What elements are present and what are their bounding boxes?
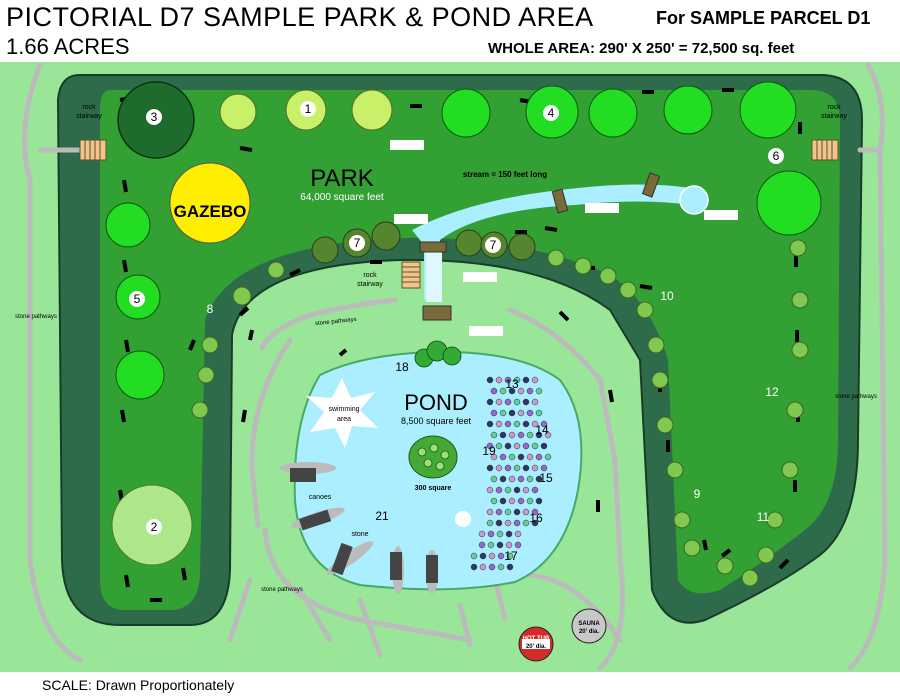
rock-stairway-center [401, 261, 421, 289]
island-label: 300 square [415, 485, 452, 492]
canoes-label: canoes [309, 494, 332, 501]
stone-pathways-label-left: stone pathways [15, 314, 57, 320]
stone-pathways-label-right: stone pathways [835, 394, 877, 400]
sauna-label: SAUNA [578, 621, 600, 627]
tree-number-21: 21 [375, 509, 389, 523]
hot-tub-label: HOT TUB [523, 636, 550, 642]
park-lawn [100, 90, 840, 610]
bridge-2 [422, 305, 452, 321]
tree-number-5: 5 [129, 291, 145, 307]
svg-text:12: 12 [765, 385, 779, 399]
island-plants [417, 443, 450, 471]
swimming-label-1: swimming [328, 406, 359, 413]
svg-text:7: 7 [490, 238, 497, 252]
rock-stairway-center-label-2: stairway [357, 281, 383, 288]
trees [105, 81, 822, 587]
tree-number-14: 14 [535, 423, 549, 437]
svg-text:11: 11 [757, 510, 770, 524]
sauna [571, 608, 607, 644]
tree-number-3: 3 [146, 109, 162, 125]
parcel-label: For SAMPLE PARCEL D1 [656, 8, 871, 28]
stream [412, 184, 692, 300]
stone-pathways [21, 62, 888, 671]
sauna-size: 20' dia. [579, 629, 599, 635]
svg-text:6: 6 [773, 149, 780, 163]
tree-number-17: 17 [504, 549, 518, 563]
stone-pathways-label-center: stone pathways [315, 317, 357, 327]
island [408, 435, 458, 479]
stone-label: stone [351, 531, 368, 538]
swimming-label-2: area [337, 416, 351, 423]
svg-text:5: 5 [134, 292, 141, 306]
gazebo-label: GAZEBO [174, 202, 247, 221]
hot-tub-size: 20' dia. [526, 644, 546, 650]
tree-number-1: 1 [300, 101, 316, 117]
fountain [455, 511, 471, 527]
tree-number-16: 16 [529, 511, 543, 525]
svg-text:8: 8 [207, 302, 214, 316]
tree-number-2: 2 [146, 519, 162, 535]
waterfall [426, 250, 442, 302]
map-title: PICTORIAL D7 SAMPLE PARK & POND AREA [6, 2, 594, 32]
waterfall-plants [414, 340, 462, 368]
svg-text:17: 17 [504, 549, 518, 563]
rock-stairway-right-label-1: rock [827, 104, 841, 111]
tree-number-6: 6 [768, 148, 784, 164]
tree-number-13: 13 [505, 377, 519, 391]
tree-number-10: 10 [660, 289, 674, 303]
canoe-stone-slabs [290, 468, 438, 583]
svg-text:14: 14 [535, 423, 549, 437]
stone-pathways-label-bottom: stone pathways [261, 587, 303, 593]
path-markers [118, 88, 802, 602]
svg-text:18: 18 [395, 360, 409, 374]
svg-text:21: 21 [375, 509, 389, 523]
whole-area-label: WHOLE AREA: 290' X 250' = 72,500 sq. fee… [488, 40, 795, 57]
flower-bed [470, 376, 552, 571]
tree-number-7: 7 [349, 235, 365, 251]
tree-number-8: 8 [207, 302, 214, 316]
bridge-4 [641, 172, 661, 198]
rock-stairway-center-label-1: rock [363, 272, 377, 279]
svg-text:9: 9 [694, 487, 701, 501]
scale-note: SCALE: Drawn Proportionately [42, 677, 235, 693]
svg-text:16: 16 [529, 511, 543, 525]
tree-number-18: 18 [395, 360, 409, 374]
svg-text:19: 19 [482, 444, 496, 458]
svg-text:10: 10 [660, 289, 674, 303]
rock-stairway-right [811, 139, 839, 161]
rock-stairway-right-label-2: stairway [821, 113, 847, 120]
rock-stairway-left-label-2: stairway [76, 113, 102, 120]
svg-text:13: 13 [505, 377, 519, 391]
svg-text:2: 2 [151, 520, 158, 534]
tree-number-7: 7 [485, 237, 501, 253]
tree-number-11: 11 [757, 510, 770, 524]
acreage-label: 1.66 ACRES [6, 34, 130, 59]
svg-text:7: 7 [354, 236, 361, 250]
pond-label: POND [404, 390, 468, 415]
rock-stairway-left [79, 139, 107, 161]
tree-number-9: 9 [694, 487, 701, 501]
stream-label: stream = 150 feet long [463, 170, 547, 179]
pond-area-label: 8,500 square feet [401, 416, 472, 426]
tree-number-15: 15 [539, 471, 553, 485]
bridge-1 [419, 241, 447, 253]
swimming-area [306, 378, 378, 448]
tree-number-19: 19 [482, 444, 496, 458]
tree-number-12: 12 [765, 385, 779, 399]
white-label-boxes [390, 140, 738, 336]
svg-text:1: 1 [305, 102, 312, 116]
park-label: PARK [310, 165, 374, 192]
bridge-3 [551, 188, 569, 214]
tree-number-4: 4 [543, 105, 559, 121]
svg-text:3: 3 [151, 110, 158, 124]
park-area-label: 64,000 square feet [300, 192, 384, 203]
rock-stairway-left-label-1: rock [82, 104, 96, 111]
svg-text:4: 4 [548, 106, 555, 120]
svg-text:15: 15 [539, 471, 553, 485]
park-pond-map: PARK 64,000 square feet GAZEBO stream = … [0, 62, 900, 672]
stream-source-pool [679, 185, 709, 215]
